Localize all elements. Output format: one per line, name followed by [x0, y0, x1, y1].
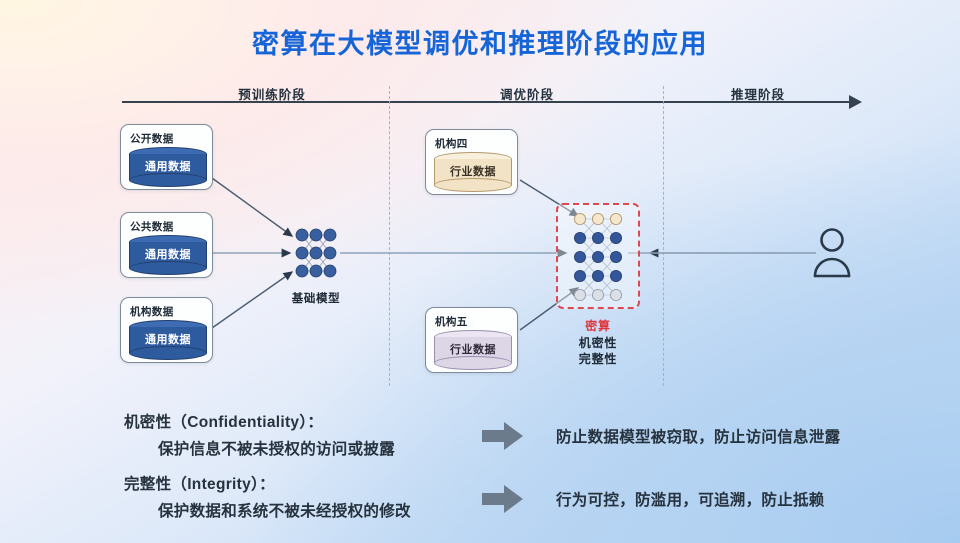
arrow-right-icon-confidentiality: [482, 422, 523, 450]
secure-attribute-integrity: 完整性: [578, 352, 618, 367]
legend-description: 保护数据和系统不被未经授权的修改: [158, 503, 411, 520]
database-label: 行业数据: [450, 344, 496, 356]
arrow-right-icon-integrity: [482, 485, 523, 513]
card-title: 机构数据: [130, 306, 174, 318]
database-label: 行业数据: [450, 166, 496, 178]
secure-model-network: [570, 209, 626, 305]
secure-attribute-confidentiality: 机密性: [578, 335, 618, 350]
secure-compute-label: 密算 机密性 完整性: [538, 318, 658, 368]
base-model-network: [291, 224, 341, 282]
legend-term: 完整性（Integrity）：: [124, 476, 275, 493]
secure-headline: 密算: [585, 319, 611, 333]
database-cylinder: 通用数据: [129, 235, 207, 275]
stage-label-inference: 推理阶段: [730, 88, 785, 102]
cylinder-bottom: [434, 356, 512, 370]
stage-divider-1: [389, 86, 390, 386]
stage-divider-2: [663, 86, 664, 386]
legend-result-confidentiality: 防止数据模型被窃取，防止访问信息泄露: [556, 429, 841, 446]
database-cylinder: 行业数据: [434, 330, 512, 370]
legend-description: 保护信息不被未授权的访问或披露: [158, 441, 396, 458]
person-icon: [810, 226, 854, 283]
database-cylinder: 行业数据: [434, 152, 512, 192]
data-card-public-common[interactable]: 公共数据 通用数据: [120, 212, 213, 278]
card-title: 机构四: [435, 138, 468, 150]
data-card-institution-five[interactable]: 机构五 行业数据: [425, 307, 518, 373]
card-title: 机构五: [435, 316, 468, 328]
database-cylinder: 通用数据: [129, 147, 207, 187]
timeline-axis: [122, 101, 852, 103]
database-label: 通用数据: [145, 249, 191, 261]
data-card-institution-four[interactable]: 机构四 行业数据: [425, 129, 518, 195]
legend-result-integrity: 行为可控，防滥用，可追溯，防止抵赖: [556, 492, 825, 509]
data-card-institution[interactable]: 机构数据 通用数据: [120, 297, 213, 363]
database-cylinder: 通用数据: [129, 320, 207, 360]
legend-row-integrity: 完整性（Integrity）： 保护数据和系统不被未经授权的修改: [124, 472, 411, 521]
legend-term: 机密性（Confidentiality）：: [124, 414, 324, 431]
stage-label-pretrain: 预训练阶段: [238, 88, 306, 102]
card-title: 公共数据: [130, 221, 174, 233]
timeline-arrowhead: [849, 95, 862, 109]
database-label: 通用数据: [145, 334, 191, 346]
data-card-public-open[interactable]: 公开数据 通用数据: [120, 124, 213, 190]
legend-row-confidentiality: 机密性（Confidentiality）： 保护信息不被未授权的访问或披露: [124, 410, 395, 459]
database-label: 通用数据: [145, 161, 191, 173]
stage-label-tuning: 调优阶段: [499, 88, 554, 102]
cylinder-bottom: [434, 178, 512, 192]
card-title: 公开数据: [130, 133, 174, 145]
cylinder-bottom: [129, 173, 207, 187]
page-title: 密算在大模型调优和推理阶段的应用: [252, 29, 708, 59]
base-model-label: 基础模型: [291, 293, 341, 305]
cylinder-bottom: [129, 261, 207, 275]
cylinder-bottom: [129, 346, 207, 360]
